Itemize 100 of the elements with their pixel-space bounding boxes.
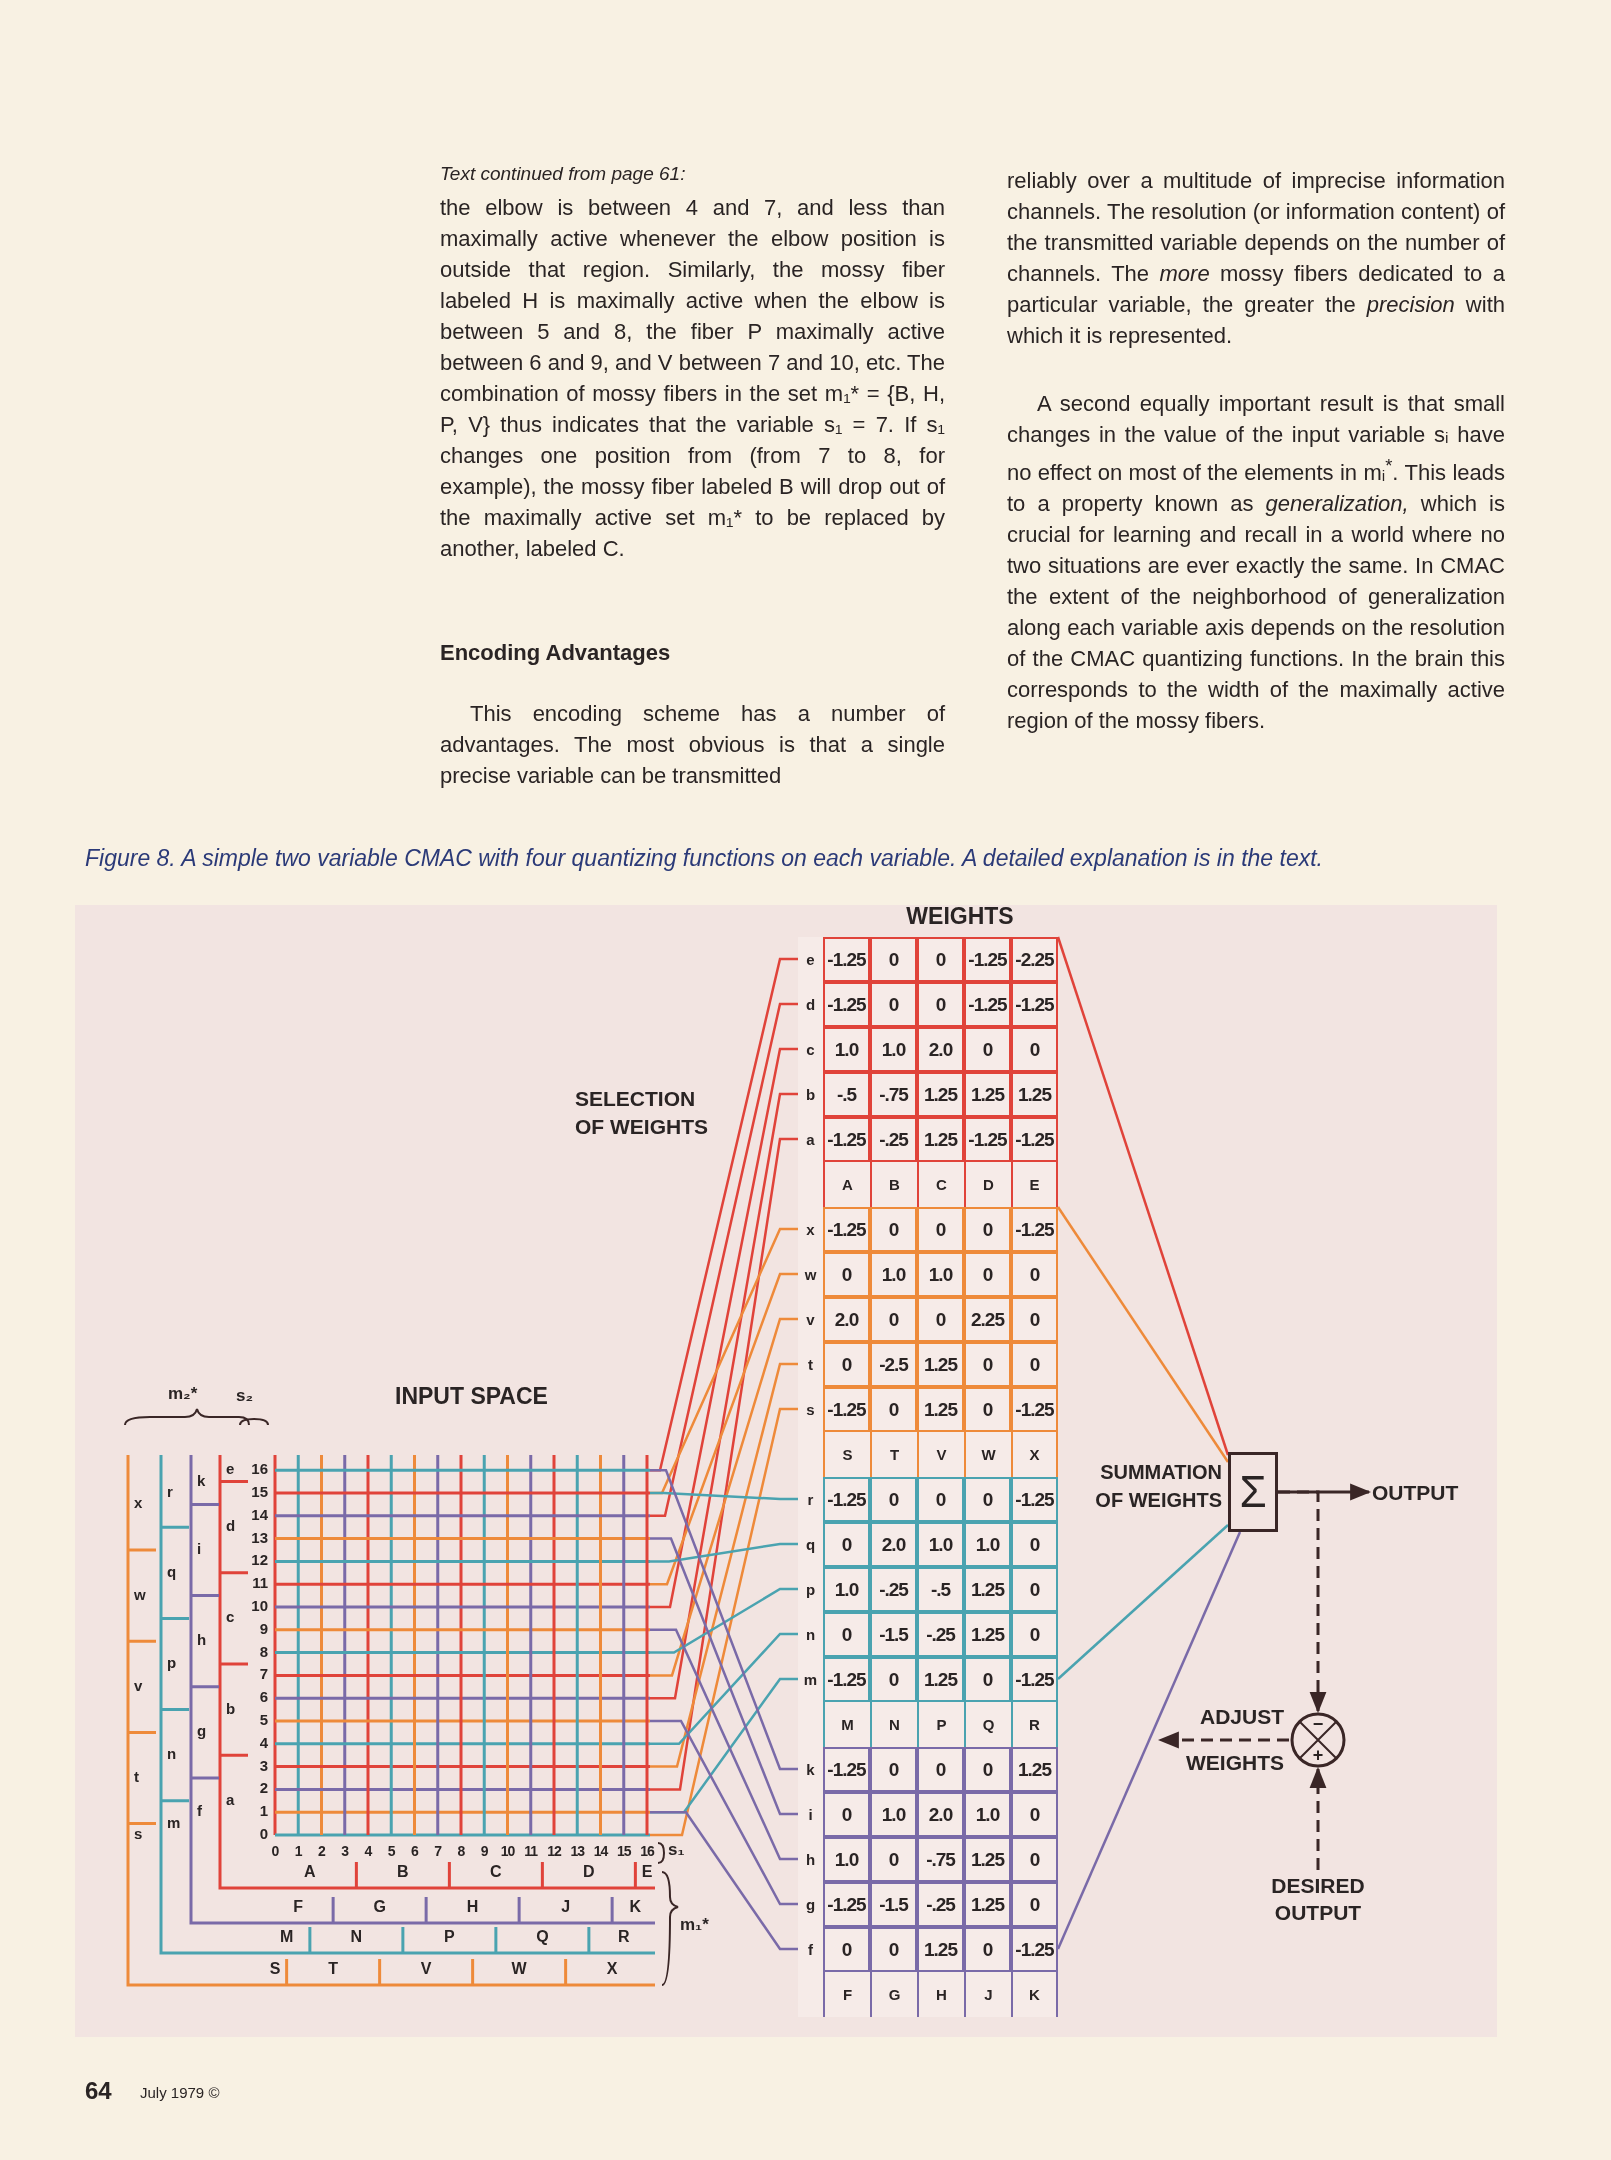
- table-cell: 1.0: [823, 1027, 870, 1072]
- weight-table: [798, 1477, 1058, 1747]
- tick-label: 3: [258, 1756, 268, 1774]
- scale-letter: J: [560, 1898, 572, 1916]
- tick-label: 2: [317, 1843, 327, 1859]
- table-cell: -1.25: [1011, 1387, 1058, 1432]
- table-cell: -.25: [870, 1117, 917, 1162]
- table-cell: 0: [870, 1837, 917, 1882]
- scale-letter: D: [582, 1863, 596, 1881]
- grid-heading: INPUT SPACE: [395, 1383, 549, 1410]
- scale-letter: b: [226, 1699, 237, 1717]
- column-label: J: [964, 1972, 1011, 2017]
- node-caption: SUMMATION OF WEIGHTS: [1094, 1460, 1222, 1513]
- table-cell: -1.25: [823, 1117, 870, 1162]
- edge-label: ADJUST WEIGHTS: [1185, 1704, 1284, 1776]
- table-cell: -.5: [917, 1567, 964, 1612]
- scale-letter: s: [134, 1825, 144, 1842]
- desired-output-label: DESIRED OUTPUT: [1262, 1872, 1374, 1926]
- scale-letter: m: [167, 1813, 182, 1831]
- connector-line: [650, 1542, 798, 1563]
- table-cell: -1.25: [823, 1882, 870, 1927]
- row-label: g: [804, 1895, 817, 1915]
- table-cell: 0: [823, 1792, 870, 1837]
- connector-line: [650, 1092, 798, 1700]
- column-label: X: [1011, 1432, 1058, 1477]
- table-cell: -.75: [870, 1072, 917, 1117]
- scale-letter: c: [226, 1608, 236, 1626]
- table-cell: 1.25: [1011, 1072, 1058, 1117]
- row-label: h: [804, 1850, 817, 1870]
- column-label: C: [917, 1162, 964, 1207]
- scale-letter: H: [465, 1898, 480, 1916]
- row-label: n: [804, 1625, 817, 1645]
- scale-letter: K: [628, 1898, 643, 1916]
- figure-caption: Figure 8. A simple two variable CMAC with four quantizing functions on each variable. A detailed explanation is in the text.: [85, 845, 1324, 872]
- arrow: [1309, 1766, 1327, 1870]
- connector-line: [650, 1587, 798, 1654]
- table-cell: 0: [1011, 1837, 1058, 1882]
- table-cell: -.25: [917, 1882, 964, 1927]
- axis-label: m₂*: [168, 1384, 199, 1404]
- scale-letter: S: [268, 1960, 282, 1978]
- connector-line: [650, 1632, 798, 1746]
- arrow: [1278, 1490, 1327, 1714]
- table-cell: 0: [1011, 1297, 1058, 1342]
- plus-sign: +: [1311, 1745, 1325, 1765]
- column-label: E: [1011, 1162, 1058, 1207]
- connector-line: [650, 1317, 798, 1677]
- table-cell: 0: [1011, 1612, 1058, 1657]
- table-cell: -1.25: [1011, 1477, 1058, 1522]
- row-label: i: [807, 1805, 814, 1825]
- row-label: x: [805, 1220, 816, 1240]
- axis-label: s₂: [236, 1386, 254, 1406]
- table-cell: 0: [964, 1927, 1011, 1972]
- row-label: a: [805, 1130, 816, 1150]
- table-cell: 1.25: [964, 1612, 1011, 1657]
- row-label: s: [805, 1400, 816, 1420]
- table-cell: 0: [1011, 1342, 1058, 1387]
- table-cell: -1.25: [1011, 1117, 1058, 1162]
- table-cell: -1.25: [823, 1387, 870, 1432]
- table-cell: 2.0: [917, 1792, 964, 1837]
- tick-label: 0: [258, 1825, 268, 1842]
- scale-letter: G: [372, 1898, 387, 1916]
- column-label: V: [917, 1432, 964, 1477]
- tick-label: 0: [270, 1843, 280, 1859]
- row-label: w: [803, 1265, 818, 1285]
- scale-letter: M: [278, 1928, 295, 1946]
- body-paragraph: This encoding scheme has a number of advantages. The most obvious is that a single precise variable can be transmitted: [440, 700, 945, 790]
- table-cell: 1.0: [823, 1837, 870, 1882]
- connector-line: [650, 1810, 798, 1951]
- column-label: R: [1011, 1702, 1058, 1747]
- scale-letter: T: [327, 1960, 339, 1978]
- connector-line: [650, 1719, 798, 1906]
- table-cell: 0: [870, 982, 917, 1027]
- table-cell: 0: [917, 1747, 964, 1792]
- table-cell: 2.0: [870, 1522, 917, 1567]
- table-cell: 0: [1011, 1252, 1058, 1297]
- scale-letter: P: [443, 1928, 456, 1946]
- table-cell: 0: [1011, 1567, 1058, 1612]
- table-cell: 0: [870, 1477, 917, 1522]
- tick-label: 13: [569, 1843, 586, 1859]
- table-cell: -1.25: [823, 1747, 870, 1792]
- table-cell: 1.0: [917, 1252, 964, 1297]
- column-label: P: [917, 1702, 964, 1747]
- table-cell: -2.25: [1011, 937, 1058, 982]
- tick-label: 7: [258, 1665, 268, 1683]
- tick-label: 1: [293, 1843, 303, 1859]
- table-cell: -1.25: [823, 1657, 870, 1702]
- scale-letter: w: [134, 1585, 147, 1603]
- table-cell: 1.25: [917, 1117, 964, 1162]
- row-label: m: [802, 1670, 819, 1690]
- row-label: p: [804, 1580, 817, 1600]
- scale-letter: f: [197, 1802, 203, 1820]
- connector-line: [650, 1628, 798, 1861]
- axis-label: s₁: [668, 1840, 686, 1860]
- row-label: v: [805, 1310, 816, 1330]
- table-cell: 1.25: [964, 1837, 1011, 1882]
- table-cell: 0: [1011, 1027, 1058, 1072]
- table-cell: 0: [964, 1747, 1011, 1792]
- table-cell: -.5: [823, 1072, 870, 1117]
- scale-letter: R: [616, 1928, 631, 1946]
- scale-letter: t: [134, 1768, 140, 1785]
